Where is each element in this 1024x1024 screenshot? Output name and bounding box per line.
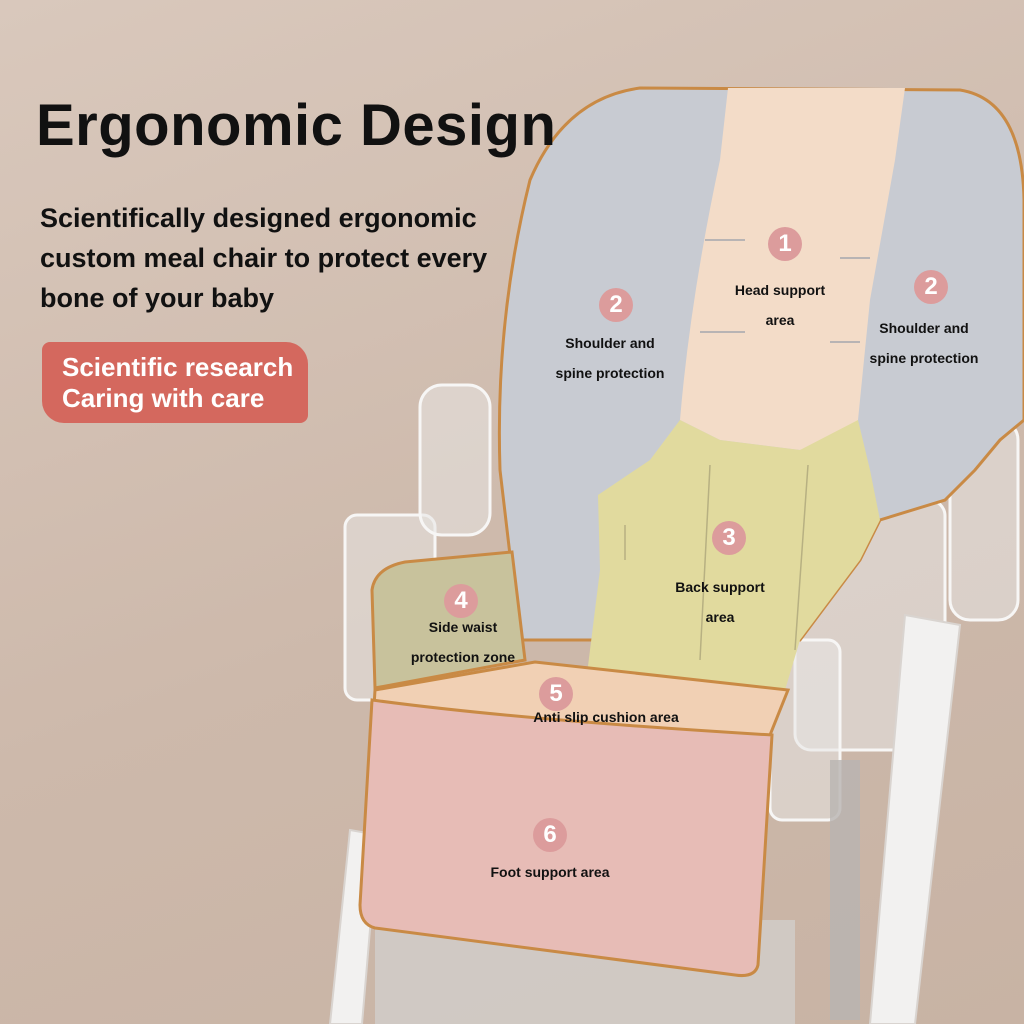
zone-number-5: 5 [539, 677, 573, 711]
zone-label-anti-slip: Anti slip cushion area [516, 702, 696, 732]
badge-line: Caring with care [62, 383, 265, 413]
label-line: spine protection [555, 365, 665, 381]
label-line: Foot support area [490, 864, 610, 880]
label-line: Side waist [428, 619, 498, 635]
label-line: Anti slip cushion area [533, 709, 679, 725]
side-waist-zone [370, 550, 527, 690]
label-line: Shoulder and [565, 335, 655, 351]
page-title: Ergonomic Design [36, 93, 557, 158]
zone-label-shoulder-left: Shoulder and spine protection [545, 328, 675, 388]
zone-number-2-right: 2 [914, 270, 948, 304]
subtitle-line: bone of your baby [40, 283, 275, 313]
label-line: Shoulder and [879, 320, 969, 336]
zone-number-2-left: 2 [599, 288, 633, 322]
subtitle-line: custom meal chair to protect every [40, 243, 488, 273]
label-line: Head support [734, 282, 826, 298]
zone-label-head-support: Head support area [712, 275, 848, 335]
zone-number-3: 3 [712, 521, 746, 555]
zone-label-foot-support: Foot support area [475, 857, 625, 887]
zone-label-shoulder-right: Shoulder and spine protection [862, 313, 986, 373]
label-line: protection zone [410, 649, 516, 665]
badge-line: Scientific research [62, 352, 294, 382]
label-line: Back support [675, 579, 765, 595]
label-line: area [765, 312, 795, 328]
zone-number-4: 4 [444, 584, 478, 618]
research-badge: Scientific research Caring with care [42, 342, 308, 423]
zone-label-back-support: Back support area [660, 572, 780, 632]
subtitle-line: Scientifically designed ergonomic [40, 203, 477, 233]
label-line: spine protection [869, 350, 979, 366]
head-support-zone [680, 88, 905, 450]
zone-number-1: 1 [768, 227, 802, 261]
label-line: area [705, 609, 735, 625]
zone-number-6: 6 [533, 818, 567, 852]
page-subtitle: Scientifically designed ergonomic custom… [40, 198, 530, 318]
zone-label-side-waist: Side waist protection zone [403, 612, 523, 672]
